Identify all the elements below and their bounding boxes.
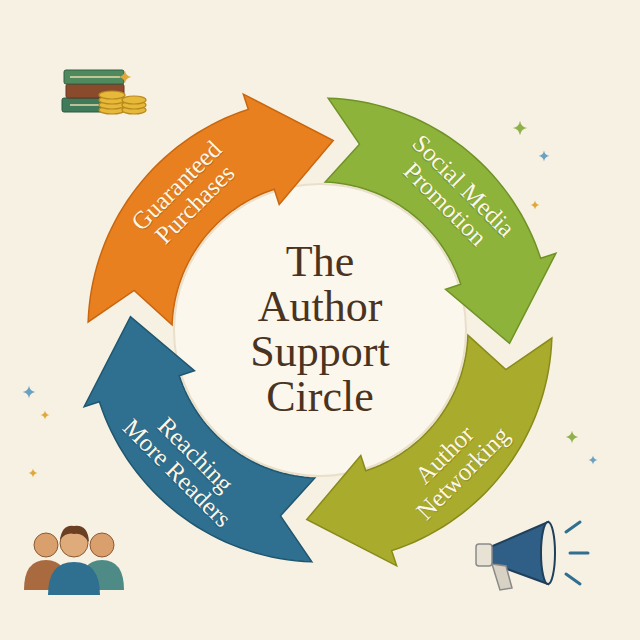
diagram-title: The Author Support Circle xyxy=(230,240,410,420)
people-icon xyxy=(24,526,124,595)
center-disc xyxy=(174,184,466,476)
megaphone-icon xyxy=(476,522,588,590)
books-coins-icon xyxy=(62,70,146,114)
